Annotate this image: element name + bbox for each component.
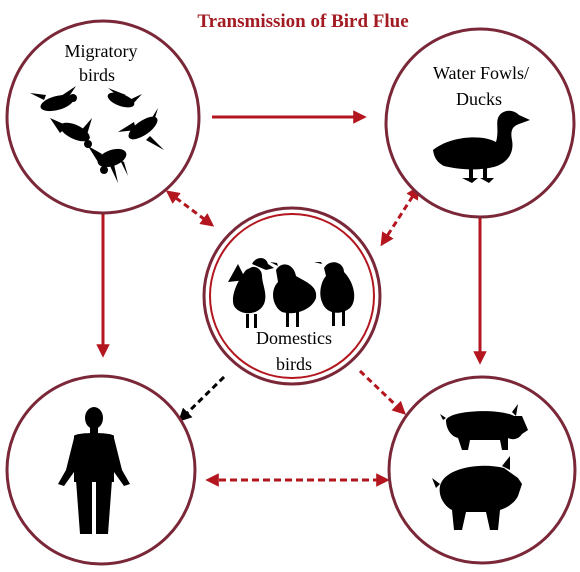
domestic-label-line2: birds: [276, 354, 312, 374]
edge-domestic-to-human: [178, 375, 226, 422]
waterfowl-label-line2: Ducks: [456, 89, 502, 109]
migratory-label-line1: Migratory: [65, 41, 138, 61]
node-domestic-birds: Domestics birds: [202, 206, 382, 386]
edge-waterfowl-domestic: [380, 185, 420, 247]
human-icon: [58, 407, 130, 534]
node-migratory-birds: Migratory birds: [5, 19, 201, 215]
domestic-circle-inner: [209, 213, 375, 379]
edges: [96, 110, 487, 487]
duck-icon: [433, 110, 530, 183]
diagram-title: Transmission of Bird Flue: [197, 11, 408, 32]
node-water-fowls: Water Fowls/ Ducks: [384, 27, 576, 219]
waterfowl-label-line1: Water Fowls/: [433, 63, 529, 83]
domestic-label-line1: Domestics: [256, 328, 332, 348]
flying-ducks-icon: [30, 86, 164, 183]
node-pig: [387, 375, 577, 565]
chickens-icon: [228, 258, 355, 328]
node-human: [5, 374, 197, 566]
edge-migratory-domestic: [165, 190, 215, 227]
waterfowl-circle: [384, 27, 576, 219]
pig-icon: [432, 404, 528, 530]
migratory-circle: [5, 19, 201, 215]
migratory-label-line2: birds: [79, 65, 115, 85]
edge-domestic-to-pig: [358, 369, 406, 415]
